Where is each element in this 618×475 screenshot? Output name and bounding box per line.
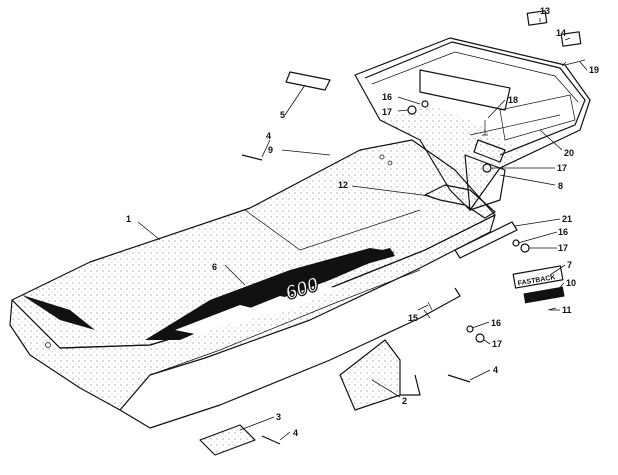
callout-17b: 17 bbox=[557, 163, 567, 173]
part-3-plate bbox=[199, 424, 256, 456]
part-4-pin-upper bbox=[241, 154, 263, 161]
callout-16b: 16 bbox=[558, 227, 568, 237]
seat-tunnel-assembly bbox=[9, 139, 496, 429]
callout-19: 19 bbox=[589, 65, 599, 75]
callout-17c: 17 bbox=[558, 243, 568, 253]
callout-1: 1 bbox=[126, 214, 131, 224]
side-decal-graphic: 600 bbox=[145, 248, 395, 340]
callout-3: 3 bbox=[276, 412, 281, 422]
part-5-strip bbox=[285, 71, 331, 91]
part-4-pin-lower bbox=[261, 435, 281, 445]
part-11-screw bbox=[547, 307, 557, 311]
part-15-bolt bbox=[417, 301, 433, 311]
callout-10: 10 bbox=[566, 278, 576, 288]
callout-4b: 4 bbox=[493, 365, 498, 375]
callout-labels: 1 2 3 4 4 4 5 6 7 8 9 10 11 12 13 14 15 … bbox=[126, 6, 599, 438]
part-16-washer-upper bbox=[421, 100, 429, 108]
callout-16c: 16 bbox=[491, 318, 501, 328]
callout-15: 15 bbox=[408, 313, 418, 323]
part-19-bolt bbox=[561, 59, 586, 67]
callout-8: 8 bbox=[558, 181, 563, 191]
callout-16a: 16 bbox=[382, 92, 392, 102]
callout-11: 11 bbox=[562, 305, 572, 315]
callout-5: 5 bbox=[280, 110, 285, 120]
part-13-decal bbox=[526, 10, 548, 26]
callout-18: 18 bbox=[508, 95, 518, 105]
callout-4a: 4 bbox=[266, 131, 271, 141]
part-12-handle bbox=[424, 184, 496, 219]
callout-14: 14 bbox=[556, 28, 566, 38]
callout-7: 7 bbox=[567, 260, 572, 270]
part-4-pin-right bbox=[447, 374, 471, 383]
callout-21: 21 bbox=[562, 214, 572, 224]
callout-4c: 4 bbox=[293, 428, 298, 438]
part-2-bracket bbox=[339, 339, 421, 411]
callout-17d: 17 bbox=[492, 339, 502, 349]
callout-20: 20 bbox=[564, 148, 574, 158]
leader-lines bbox=[137, 18, 588, 441]
badge-text: FASTBACK bbox=[517, 274, 556, 288]
callout-17a: 17 bbox=[382, 107, 392, 117]
callout-13: 13 bbox=[540, 6, 550, 16]
part-17-nut-lower bbox=[475, 333, 485, 343]
part-18-stud bbox=[482, 120, 488, 136]
part-14-decal bbox=[560, 31, 582, 47]
callout-12: 12 bbox=[338, 180, 348, 190]
part-10-reflector bbox=[523, 286, 565, 304]
part-16-washer-lower bbox=[466, 325, 474, 333]
callout-9: 9 bbox=[268, 145, 273, 155]
part-21-bar bbox=[454, 221, 518, 259]
part-7-badge: FASTBACK bbox=[512, 265, 564, 289]
callout-6: 6 bbox=[212, 262, 217, 272]
callout-2: 2 bbox=[402, 396, 407, 406]
part-17-nut-right bbox=[520, 243, 530, 253]
